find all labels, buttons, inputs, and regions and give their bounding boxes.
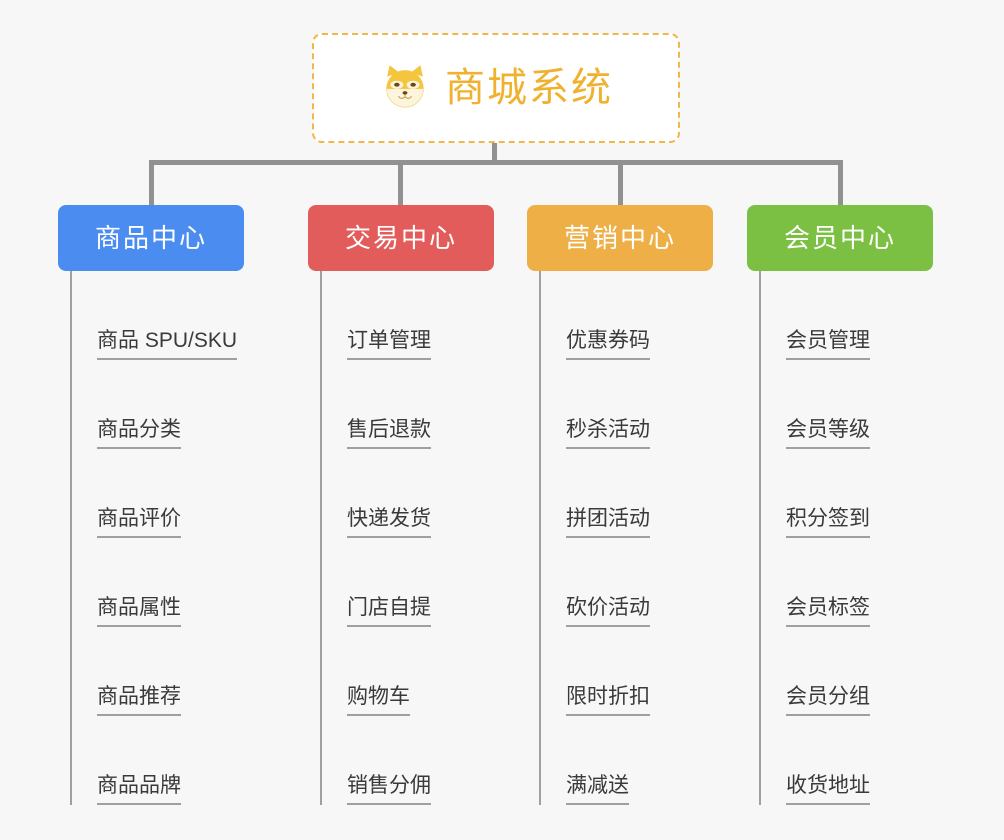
list-item-label: 商品品牌 [97, 774, 181, 805]
list-item[interactable]: 秒杀活动 [541, 360, 713, 449]
list-item-label: 会员标签 [786, 596, 870, 627]
list-item-label: 限时折扣 [566, 685, 650, 716]
branch-header-1[interactable]: 商品中心 [58, 205, 244, 271]
list-item[interactable]: 订单管理 [322, 271, 494, 360]
connector-branch-stem-2 [398, 163, 403, 205]
branch-column-4: 会员中心 会员管理 会员等级 积分签到 会员标签 会员分组 收货地址 [747, 205, 933, 805]
list-item-label: 购物车 [347, 685, 410, 716]
branch-items-1: 商品 SPU/SKU 商品分类 商品评价 商品属性 商品推荐 商品品牌 [70, 271, 244, 805]
list-item[interactable]: 会员标签 [761, 538, 933, 627]
list-item-label: 拼团活动 [566, 507, 650, 538]
branch-header-4[interactable]: 会员中心 [747, 205, 933, 271]
list-item[interactable]: 砍价活动 [541, 538, 713, 627]
list-item-label: 销售分佣 [347, 774, 431, 805]
connector-horizontal-bus [149, 160, 843, 165]
branch-header-label-2: 交易中心 [344, 223, 457, 253]
list-item-label: 会员等级 [786, 418, 870, 449]
list-item-label: 积分签到 [786, 507, 870, 538]
shiba-dog-face-icon [386, 65, 424, 108]
root-title: 商城系统 [445, 66, 613, 110]
list-item[interactable]: 会员管理 [761, 271, 933, 360]
list-item[interactable]: 商品 SPU/SKU [72, 271, 244, 360]
list-item-label: 秒杀活动 [566, 418, 650, 449]
list-item-label: 满减送 [566, 774, 629, 805]
connector-root-stem [492, 143, 497, 165]
list-item[interactable]: 优惠券码 [541, 271, 713, 360]
branch-items-3: 优惠券码 秒杀活动 拼团活动 砍价活动 限时折扣 满减送 [539, 271, 713, 805]
branch-header-3[interactable]: 营销中心 [527, 205, 713, 271]
list-item[interactable]: 商品品牌 [72, 716, 244, 805]
connector-branch-stem-3 [618, 163, 623, 205]
branch-header-label-4: 会员中心 [783, 223, 896, 253]
list-item-label: 订单管理 [347, 329, 431, 360]
list-item-label: 快递发货 [347, 507, 431, 538]
branch-items-4: 会员管理 会员等级 积分签到 会员标签 会员分组 收货地址 [759, 271, 933, 805]
list-item-label: 商品推荐 [97, 685, 181, 716]
list-item[interactable]: 门店自提 [322, 538, 494, 627]
list-item-label: 会员分组 [786, 685, 870, 716]
branch-header-2[interactable]: 交易中心 [308, 205, 494, 271]
list-item[interactable]: 售后退款 [322, 360, 494, 449]
list-item[interactable]: 会员分组 [761, 627, 933, 716]
list-item-label: 优惠券码 [566, 329, 650, 360]
connector-branch-stem-1 [149, 163, 154, 205]
list-item-label: 砍价活动 [566, 596, 650, 627]
list-item[interactable]: 会员等级 [761, 360, 933, 449]
list-item[interactable]: 拼团活动 [541, 449, 713, 538]
list-item[interactable]: 购物车 [322, 627, 494, 716]
root-node-shop-system[interactable]: 商城系统 [312, 33, 680, 143]
list-item[interactable]: 商品推荐 [72, 627, 244, 716]
list-item[interactable]: 销售分佣 [322, 716, 494, 805]
list-item[interactable]: 收货地址 [761, 716, 933, 805]
list-item-label: 售后退款 [347, 418, 431, 449]
list-item[interactable]: 快递发货 [322, 449, 494, 538]
list-item[interactable]: 商品评价 [72, 449, 244, 538]
branch-items-2: 订单管理 售后退款 快递发货 门店自提 购物车 销售分佣 [320, 271, 494, 805]
list-item-label: 商品分类 [97, 418, 181, 449]
list-item[interactable]: 商品分类 [72, 360, 244, 449]
list-item-label: 商品 SPU/SKU [97, 329, 238, 360]
list-item-label: 商品属性 [97, 596, 181, 627]
branch-column-2: 交易中心 订单管理 售后退款 快递发货 门店自提 购物车 销售分佣 [308, 205, 494, 805]
branch-header-label-1: 商品中心 [94, 223, 207, 253]
list-item[interactable]: 商品属性 [72, 538, 244, 627]
list-item-label: 商品评价 [97, 507, 181, 538]
list-item-label: 收货地址 [786, 774, 870, 805]
branch-column-1: 商品中心 商品 SPU/SKU 商品分类 商品评价 商品属性 商品推荐 商品品牌 [58, 205, 244, 805]
list-item[interactable]: 积分签到 [761, 449, 933, 538]
list-item[interactable]: 限时折扣 [541, 627, 713, 716]
connector-branch-stem-4 [838, 163, 843, 205]
branch-header-label-3: 营销中心 [563, 223, 676, 253]
branch-column-3: 营销中心 优惠券码 秒杀活动 拼团活动 砍价活动 限时折扣 满减送 [527, 205, 713, 805]
list-item-label: 会员管理 [786, 329, 870, 360]
list-item-label: 门店自提 [347, 596, 431, 627]
list-item[interactable]: 满减送 [541, 716, 713, 805]
